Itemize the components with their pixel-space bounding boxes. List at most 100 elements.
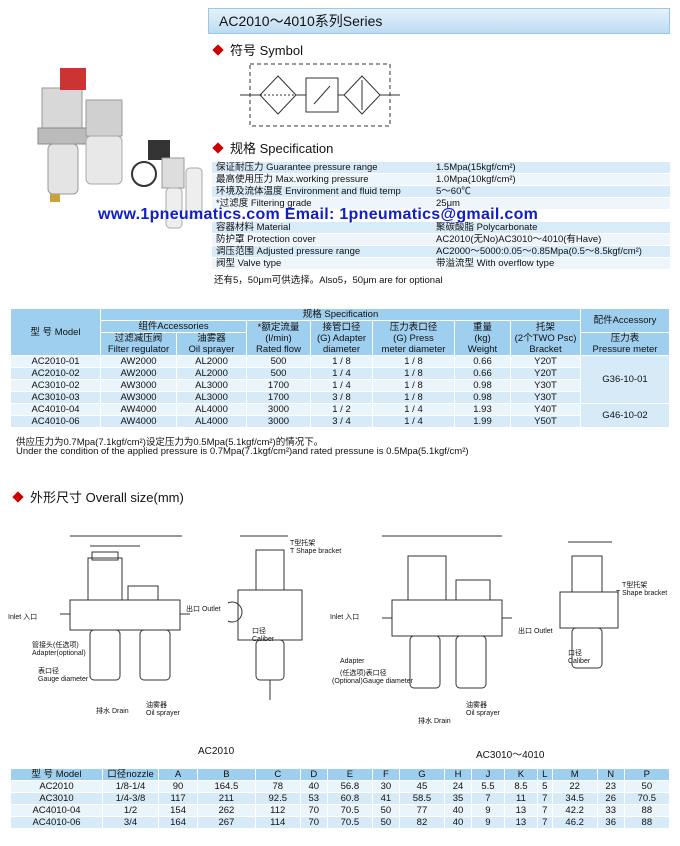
table-cell: 7 <box>536 816 553 829</box>
table-cell: Y40T <box>510 403 581 416</box>
gauge-label-en: Gauge diameter <box>38 676 89 683</box>
table-cell: AW4000 <box>100 415 177 428</box>
table-header-cell: M <box>551 768 598 781</box>
oil-sprayer-label-2-en: Oil sprayer <box>466 710 500 717</box>
table-cell: 77 <box>398 804 446 817</box>
pressure-note-en: Under the condition of the applied press… <box>16 446 469 457</box>
table-cell: 500 <box>246 367 311 380</box>
outlet-label: 出口 Outlet <box>186 606 221 613</box>
table-cell: 500 <box>246 355 311 368</box>
table-cell: 40 <box>299 780 328 793</box>
pneumatic-symbol-diagram <box>240 63 400 127</box>
caption-ac2010: AC2010 <box>198 746 235 757</box>
table-cell: AC4010-06 <box>10 415 101 428</box>
table-cell: Y20T <box>510 355 581 368</box>
table-header-cell: C <box>254 768 301 781</box>
table-cell: 58.5 <box>398 792 446 805</box>
contact-watermark: www.1pneumatics.com Email: 1pneumatics@g… <box>98 206 539 223</box>
table-cell: 1 / 8 <box>372 367 455 380</box>
models-table: 型 号 Model 规格 Specification 配件Accessory 组… <box>10 308 670 428</box>
table-cell: 70.5 <box>326 804 373 817</box>
table-header-cell: B <box>197 768 256 781</box>
adapter-label: 管接头(任选项) <box>32 642 79 649</box>
table-cell: 50 <box>623 780 671 793</box>
table-header-cell: 口径nozzle <box>102 768 159 781</box>
table-cell: AC4010-06 <box>10 816 103 829</box>
table-cell: 70.5 <box>326 816 373 829</box>
weight-header: 重量(kg)Weight <box>454 320 511 356</box>
table-cell: 1 / 8 <box>372 379 455 392</box>
table-cell: 262 <box>197 804 256 817</box>
spec-footnote: 还有5，50μm可供选择。Also5，50μm are for optional <box>214 275 443 286</box>
caption-ac3010: AC3010～4010 <box>476 750 545 761</box>
table-cell: Y30T <box>510 379 581 392</box>
table-cell: 0.66 <box>454 355 511 368</box>
gauge-cell: G36-10-01 <box>580 355 670 404</box>
table-cell: AC2010-02 <box>10 367 101 380</box>
rated-flow-header: *额定流量(l/min)Rated flow <box>246 320 311 356</box>
table-cell: 1700 <box>246 391 311 404</box>
product-photo <box>37 68 203 229</box>
table-cell: 82 <box>398 816 446 829</box>
table-header-cell: F <box>371 768 400 781</box>
spec-section-title: 规格 Specification <box>212 138 333 157</box>
table-cell: 56.8 <box>326 780 373 793</box>
table-cell: AL4000 <box>176 415 247 428</box>
table-cell: AW4000 <box>100 403 177 416</box>
symbol-section-title: 符号 Symbol <box>212 40 303 59</box>
table-cell: 70 <box>299 816 328 829</box>
table-cell: 3000 <box>246 415 311 428</box>
table-cell: 50 <box>371 804 400 817</box>
table-cell: 92.5 <box>254 792 301 805</box>
table-header-cell: J <box>470 768 505 781</box>
table-cell: 30 <box>371 780 400 793</box>
table-cell: 46.2 <box>551 816 598 829</box>
series-title: AC2010～4010系列Series <box>219 13 383 29</box>
table-cell: 22 <box>551 780 598 793</box>
table-cell: 33 <box>596 804 625 817</box>
table-cell: 3000 <box>246 403 311 416</box>
table-cell: AL4000 <box>176 403 247 416</box>
table-cell: 0.98 <box>454 391 511 404</box>
table-cell: AC3010-03 <box>10 391 101 404</box>
oil-sprayer-label-en: Oil sprayer <box>146 710 180 717</box>
oil-sprayer-label-2: 油雾器 <box>466 702 487 709</box>
caliber-label: 口径 <box>252 628 266 635</box>
table-cell: 112 <box>254 804 301 817</box>
table-cell: 1 / 4 <box>372 403 455 416</box>
table-cell: 35 <box>444 792 472 805</box>
table-cell: AW2000 <box>100 367 177 380</box>
table-cell: 90 <box>157 780 199 793</box>
table-header-cell: A <box>157 768 199 781</box>
table-cell: AL2000 <box>176 355 247 368</box>
drain-label: 排水 Drain <box>96 708 129 715</box>
table-cell: 164.5 <box>197 780 256 793</box>
table-cell: 1 / 4 <box>372 415 455 428</box>
table-cell: 211 <box>197 792 256 805</box>
table-cell: 0.98 <box>454 379 511 392</box>
ac3010-side-drawing <box>559 541 619 669</box>
accessory-header: 配件Accessory <box>580 308 670 333</box>
bracket-header: 托架(2个TWO Psc)Bracket <box>510 320 581 356</box>
table-cell: 117 <box>157 792 199 805</box>
inlet-label-2: Inlet 入口 <box>330 614 360 621</box>
table-cell: 41 <box>371 792 400 805</box>
table-cell: 1 / 4 <box>310 379 373 392</box>
table-cell: 88 <box>623 816 671 829</box>
table-cell: 1/8-1/4 <box>102 780 159 793</box>
ac2010-front-drawing <box>60 535 190 681</box>
gauge-label-2-en: (Optional)Gauge diameter <box>332 678 413 685</box>
table-cell: 13 <box>503 816 538 829</box>
